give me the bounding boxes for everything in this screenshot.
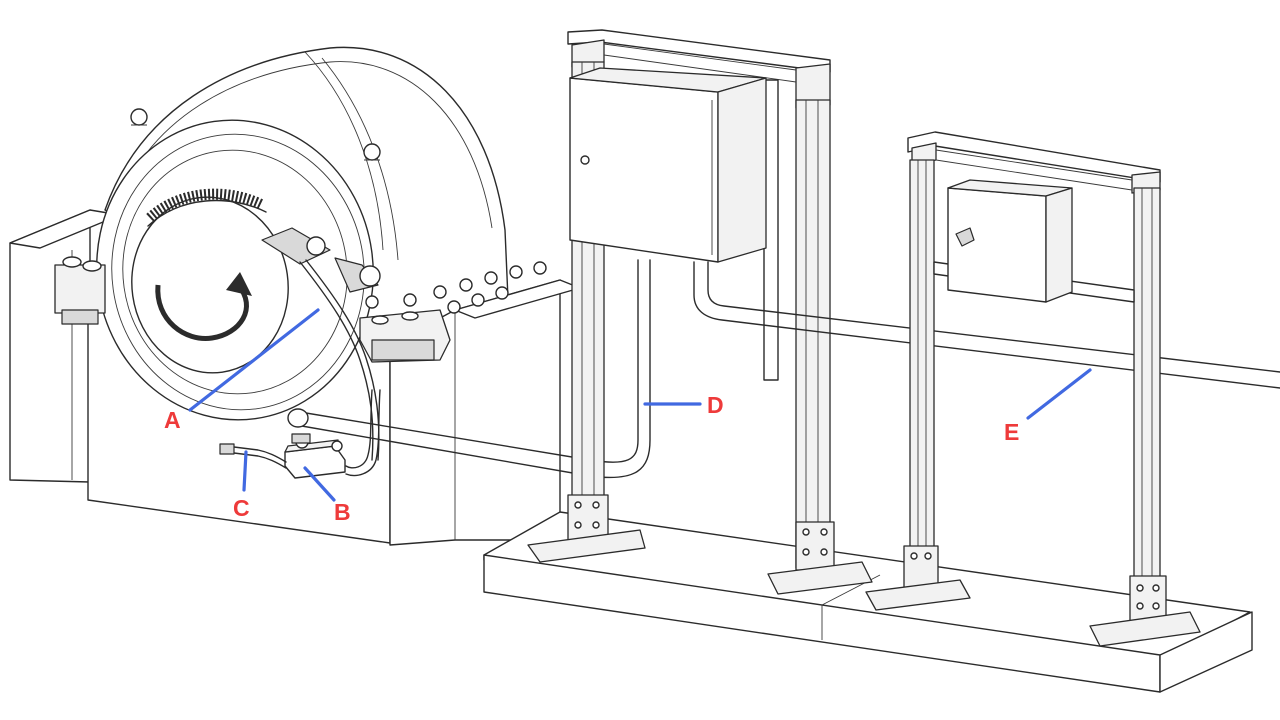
callout-c: C (233, 495, 250, 521)
leader-c (242, 450, 248, 492)
callout-b: B (334, 499, 351, 525)
conduit-long (693, 261, 1280, 389)
leader-e (1026, 368, 1092, 420)
callout-labels: A B C D E (164, 392, 1019, 525)
callout-d: D (707, 392, 724, 418)
base-platform (483, 511, 1253, 693)
left-bolt-block (54, 256, 106, 325)
leader-a (188, 308, 320, 412)
leader-b (303, 466, 336, 502)
rack-one (527, 29, 873, 595)
sensor-lead (219, 443, 287, 469)
bolt-row (365, 261, 547, 314)
junction-box (284, 433, 346, 479)
callout-e: E (1004, 419, 1019, 445)
callout-a: A (164, 407, 181, 433)
motor-housing (9, 46, 581, 546)
leader-lines (188, 308, 1092, 502)
rack-two (865, 131, 1201, 647)
